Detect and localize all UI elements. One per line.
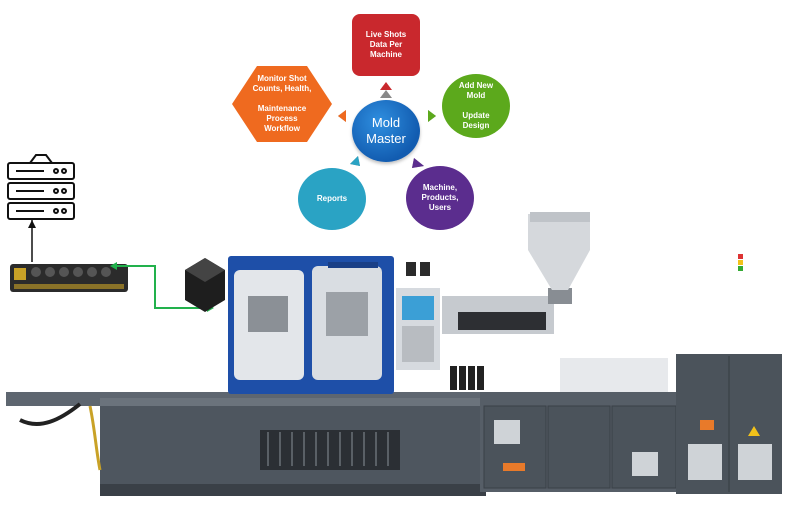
node-machine: Machine, Products, Users [406, 166, 474, 230]
injection-cover [560, 358, 668, 392]
server-icon [8, 155, 74, 219]
arrow-head-live-shots [380, 82, 392, 90]
arrow-to-live-shots [380, 90, 392, 98]
io-module [10, 264, 128, 292]
server-link-arrow [28, 220, 36, 228]
node-live-shots: Live Shots Data Per Machine [352, 14, 420, 76]
mold-master-hub: Mold Master [352, 100, 420, 162]
hopper [528, 214, 590, 290]
node-add-mold: Add New Mold Update Design [442, 74, 510, 138]
node-reports: Reports [298, 168, 366, 230]
